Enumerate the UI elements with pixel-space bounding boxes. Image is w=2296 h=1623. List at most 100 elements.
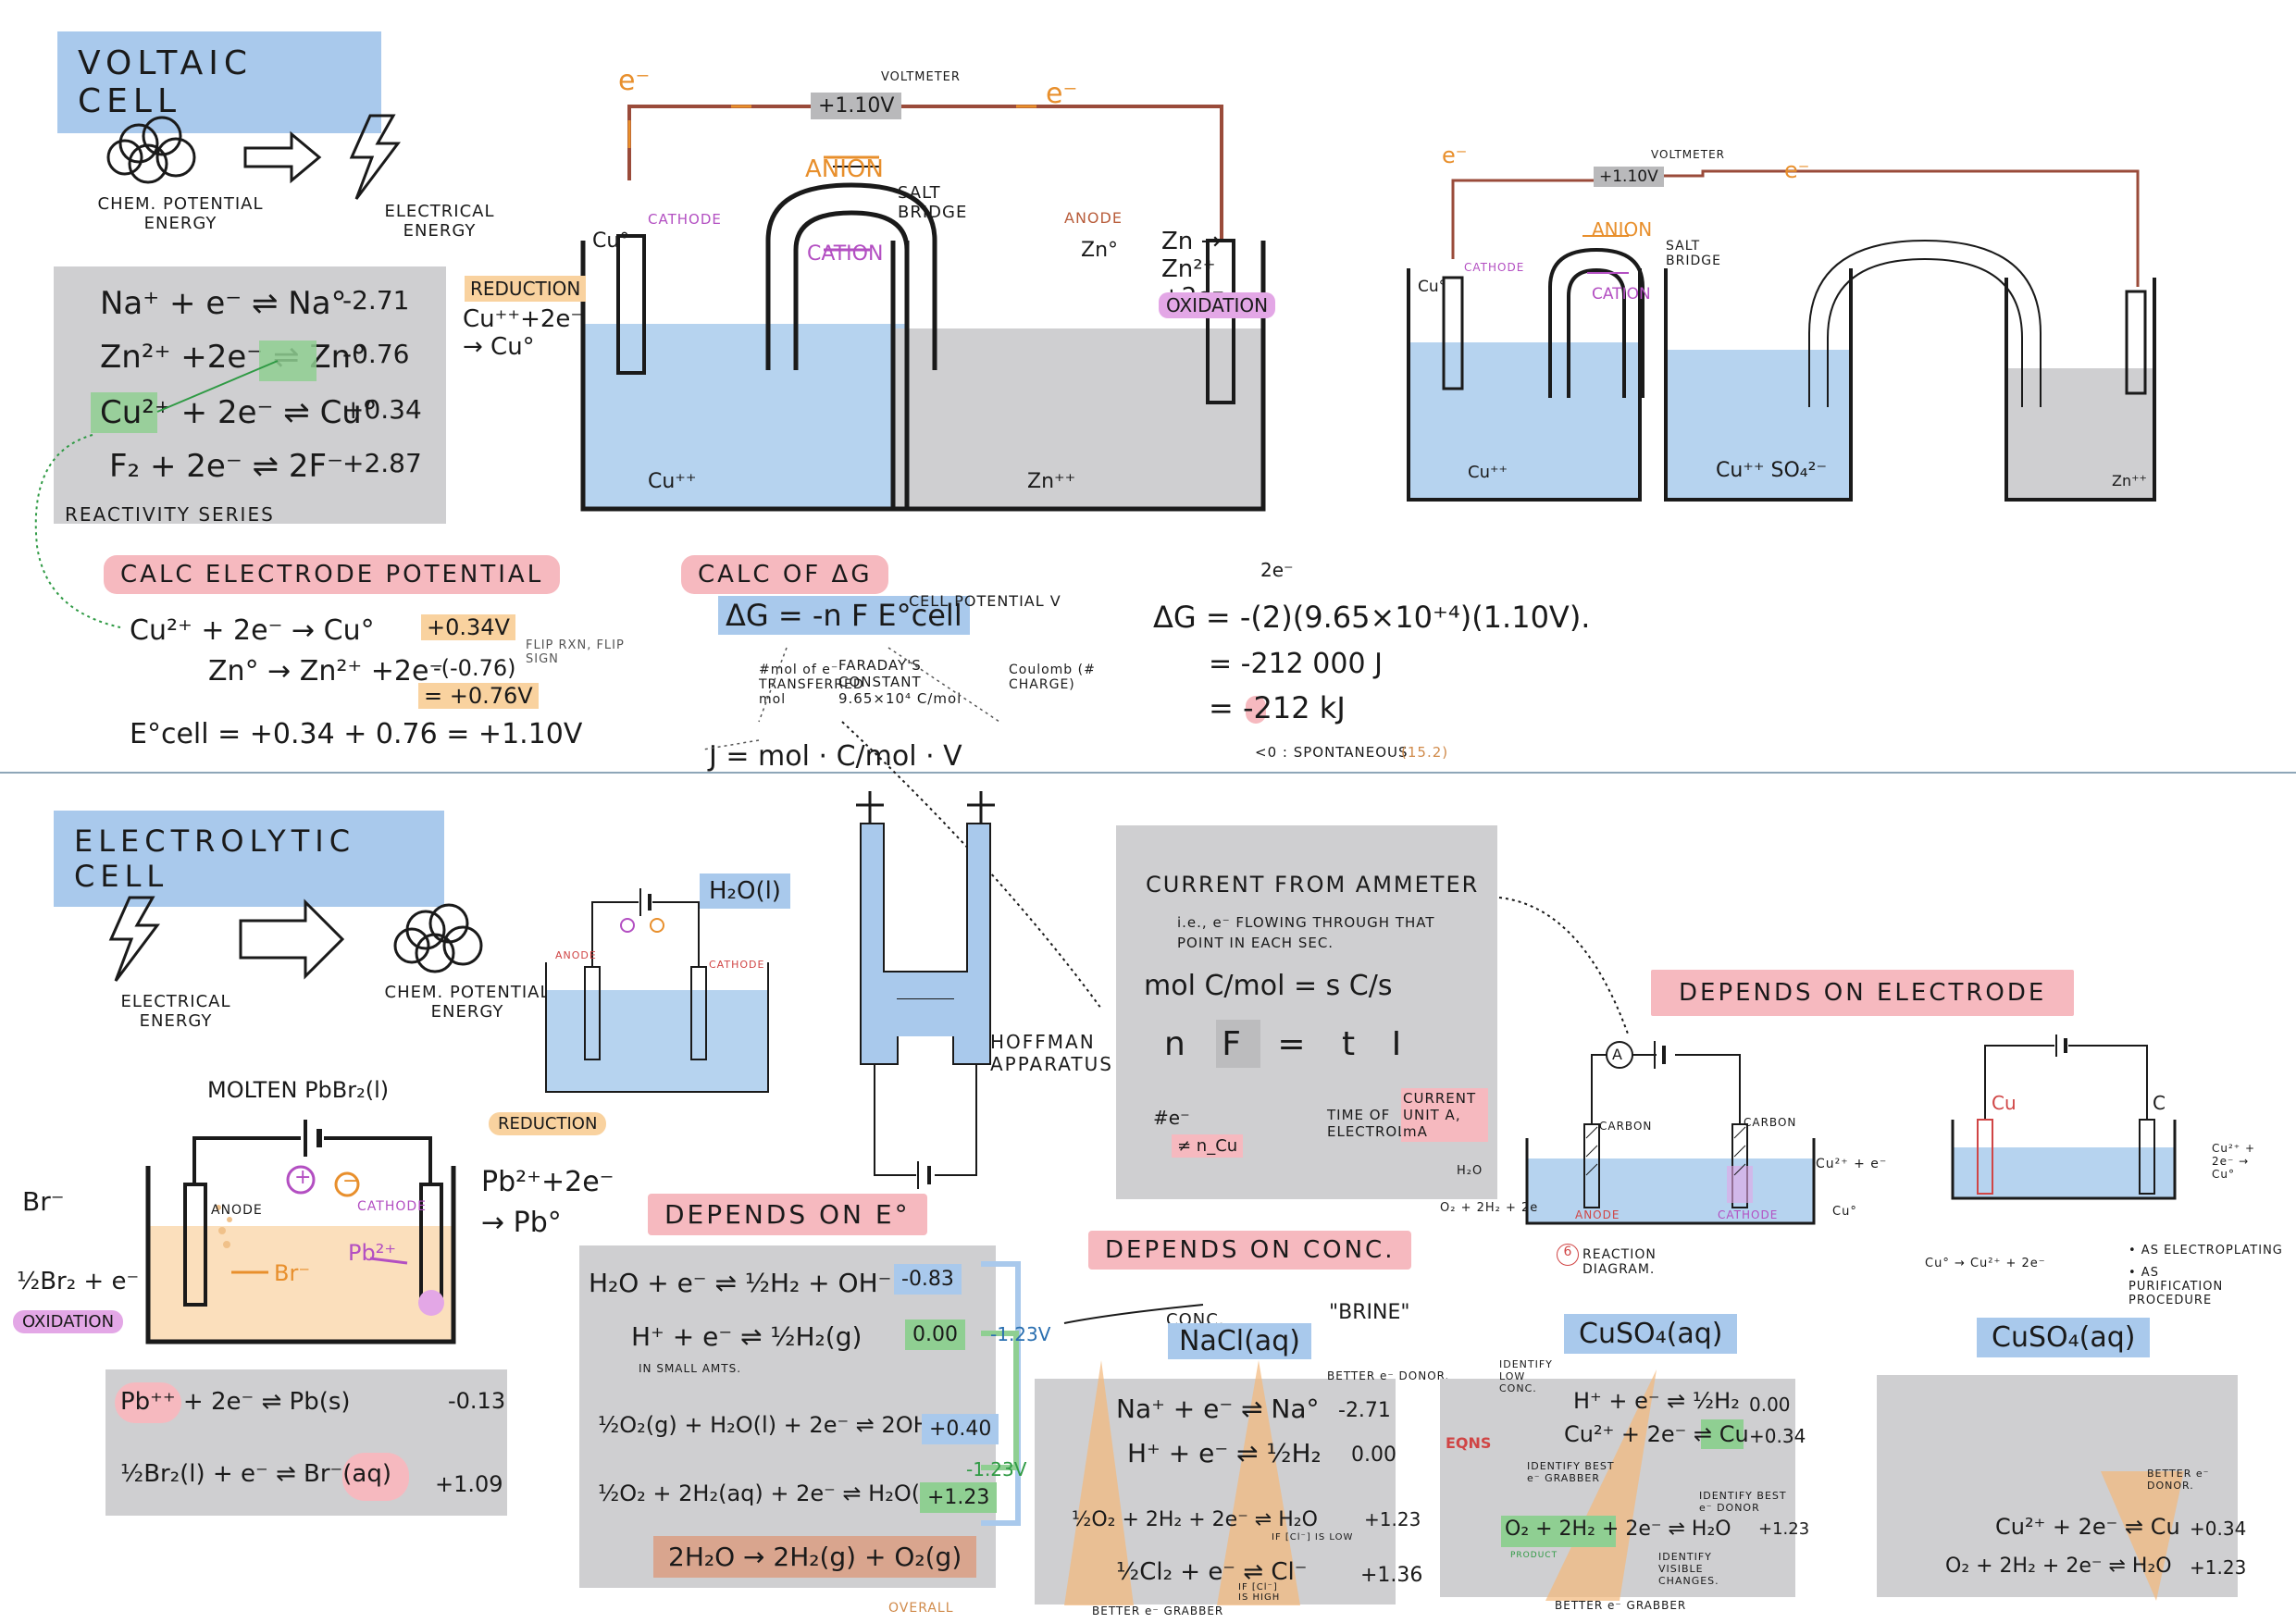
cu-red-label: Cu²⁺ + 2e⁻ → Cu° xyxy=(2212,1142,2255,1181)
cell-potential-label: CELL POTENTIAL V xyxy=(909,592,1061,610)
cu-product-highlight xyxy=(1701,1419,1744,1449)
cu-highlight xyxy=(91,392,157,433)
nacl-row-2-e: +1.23 xyxy=(1364,1508,1421,1530)
cu-rows2-1-eq: O₂ + 2H₂ + 2e⁻ ⇌ H₂O xyxy=(1945,1555,2172,1578)
nacl-row-3-eq: ½Cl₂ + e⁻ ⇌ Cl⁻ xyxy=(1116,1558,1308,1586)
salt-bridge-label: SALT BRIDGE xyxy=(898,183,968,222)
lightning-icon xyxy=(349,114,401,200)
brine-label: "BRINE" xyxy=(1329,1301,1410,1324)
plus-symbol: + xyxy=(294,1166,312,1189)
units-equation: J = mol · C/mol · V xyxy=(709,740,962,773)
better-donor-b-label: BETTER e⁻ DONOR. xyxy=(2147,1468,2210,1492)
cu-electrode-label: Cu xyxy=(1992,1092,2017,1114)
electron-right-2: e⁻ xyxy=(1784,157,1810,183)
voltmeter-label-2: VOLTMETER xyxy=(1651,148,1725,161)
oxidation-eq: Zn → Zn²⁺ +2e⁻ xyxy=(1161,228,1224,311)
series-eq-1: Zn²⁺ +2e⁻ ⇌ Zn° xyxy=(100,339,367,376)
calc-row-0-v: +0.34V xyxy=(421,614,515,640)
spontaneous-note: <0 : SPONTANEOUS xyxy=(1255,744,1409,761)
arrow-right-icon xyxy=(243,130,322,184)
minus-symbol: − xyxy=(342,1170,360,1193)
molten-cell-diagram xyxy=(145,1120,456,1344)
nacl-row-1-eq: H⁺ + e⁻ ⇌ ½H₂ xyxy=(1127,1438,1322,1468)
o2-product-highlight xyxy=(1501,1516,1616,1547)
atom-cluster-icon xyxy=(106,116,196,184)
voltmeter-reading-2: +1.10V xyxy=(1594,167,1664,187)
f-highlight xyxy=(1216,1020,1260,1068)
anode-label: ANODE xyxy=(1064,209,1123,227)
reduction-eq: Cu⁺⁺+2e⁻ → Cu° xyxy=(463,305,584,361)
cuso4-row-0-eq: H⁺ + e⁻ ⇌ ½H₂ xyxy=(1573,1388,1740,1414)
cu-b-label: Cu²⁺ + e⁻ xyxy=(1816,1157,1888,1171)
electrolytic-elec-energy: ELECTRICAL ENERGY xyxy=(120,992,231,1031)
small-cathode-label: CATHODE xyxy=(709,959,765,971)
cu-ion-label: Cu⁺⁺ xyxy=(648,470,697,493)
dg-calc-1: = -212 000 J xyxy=(1209,648,1383,680)
n-cu-label: ≠ n_Cu xyxy=(1172,1134,1244,1158)
units-row: mol C/mol = s C/s xyxy=(1144,970,1393,1002)
purification-label: • AS PURIFICATION PROCEDURE xyxy=(2128,1266,2224,1307)
mol-e-label: #mol of e⁻ TRANSFERRED mol xyxy=(759,663,864,707)
cathode-label-2: CATHODE xyxy=(1464,261,1525,274)
zn-highlight xyxy=(259,341,316,381)
water-cell-diagram xyxy=(545,888,769,1093)
series-eq-0: Na⁺ + e⁻ ⇌ Na° xyxy=(100,285,347,322)
elec-energy-label: ELECTRICAL ENERGY xyxy=(384,202,495,241)
cathode-b-label: CATHODE xyxy=(1718,1208,1779,1221)
e-row-0-e: -0.83 xyxy=(894,1264,962,1295)
series-e-1: -0.76 xyxy=(342,339,410,369)
electrolytic-title: ELECTROLYTIC CELL xyxy=(54,811,444,907)
electron-left-2: e⁻ xyxy=(1442,142,1468,168)
electroplating-label: • AS ELECTROPLATING xyxy=(2128,1244,2283,1258)
if-low-label: IF [Cl⁻] IS LOW xyxy=(1272,1532,1354,1542)
dg-annotation-lines xyxy=(703,647,1102,1010)
reactivity-series-label: REACTIVITY SERIES xyxy=(65,503,275,526)
electron-right: e⁻ xyxy=(1046,78,1078,110)
electrolytic-chem-energy: CHEM. POTENTIAL ENERGY xyxy=(384,983,551,1022)
chem-energy-label: CHEM. POTENTIAL ENERGY xyxy=(97,194,264,233)
pb-row-1-e: +1.09 xyxy=(435,1471,503,1497)
current-label: CURRENT UNIT A, mA xyxy=(1401,1088,1488,1142)
ammeter-label: A xyxy=(1612,1046,1622,1063)
hoffman-label: HOFFMAN APPARATUS xyxy=(990,1031,1113,1075)
cu-metal-label-2: Cu° xyxy=(1418,278,1447,296)
cuso4-b-label: CuSO₄(aq) xyxy=(1977,1318,2151,1357)
cuso4-row-2-eq: O₂ + 2H₂ + 2e⁻ ⇌ H₂O xyxy=(1505,1518,1731,1541)
dg-calc-2: = -212 kJ xyxy=(1209,690,1346,725)
pb-row-0-e: -0.13 xyxy=(448,1388,506,1414)
identify-grabber-label: IDENTIFY BEST e⁻ GRABBER xyxy=(1527,1460,1615,1484)
calc-row-1-v: -(-0.76) xyxy=(433,655,516,681)
cu-ion-label-2: Cu⁺⁺ xyxy=(1468,463,1508,482)
reduction-eq-b: Pb²⁺+2e⁻ → Pb° xyxy=(481,1166,614,1239)
voltage-blue: -1.23V xyxy=(990,1323,1051,1345)
anion-label-2: ANION xyxy=(1592,218,1653,241)
voltage-green: -1.23V xyxy=(966,1458,1027,1481)
cation-label: CATION xyxy=(807,242,884,266)
voltage-brackets xyxy=(981,1261,1021,1526)
cuso4-row-1-e: +0.34 xyxy=(1749,1425,1806,1447)
cu-rows2-0-eq: Cu²⁺ + 2e⁻ ⇌ Cu xyxy=(1995,1514,2180,1540)
cu0-b-label: Cu° xyxy=(1832,1205,1857,1219)
cu-metal-label: Cu° xyxy=(592,229,630,253)
n-e-label: #e⁻ xyxy=(1153,1107,1190,1129)
better-grabber-label: BETTER e⁻ GRABBER xyxy=(1092,1604,1224,1617)
faraday-label: FARADAY'S CONSTANT 9.65×10⁴ C/mol xyxy=(838,657,962,707)
e-row-3-e: +1.23 xyxy=(920,1482,998,1513)
identify-donor-label: IDENTIFY BEST e⁻ DONOR xyxy=(1699,1490,1787,1514)
h2o-b-label: H₂O xyxy=(1457,1164,1483,1178)
pb-highlight xyxy=(115,1382,181,1423)
depends-electrode-title: DEPENDS ON ELECTRODE xyxy=(1651,970,2075,1016)
small-anode-label: ANODE xyxy=(555,949,597,961)
br-ion-outside: Br⁻ xyxy=(22,1186,65,1217)
nacl-label: NaCl(aq) xyxy=(1168,1323,1311,1359)
o2-b-label: O₂ + 2H₂ + 2e xyxy=(1440,1201,1539,1215)
anode-b-label: ANODE xyxy=(1575,1208,1620,1221)
atom-cluster-icon xyxy=(393,903,483,973)
nacl-row-1-e: 0.00 xyxy=(1351,1443,1396,1467)
br-ion-inside: Br⁻ xyxy=(274,1260,310,1286)
calc-row-0-eq: Cu²⁺ + 2e⁻ → Cu° xyxy=(130,614,375,647)
two-e-note: 2e⁻ xyxy=(1260,559,1294,581)
dg-formula: ΔG = -n F E°cell xyxy=(718,596,970,635)
pb-row-1-eq: ½Br₂(l) + e⁻ ⇌ Br⁻(aq) xyxy=(120,1460,391,1488)
series-eq-2: Cu²⁺ + 2e⁻ ⇌ Cu° xyxy=(100,394,378,431)
